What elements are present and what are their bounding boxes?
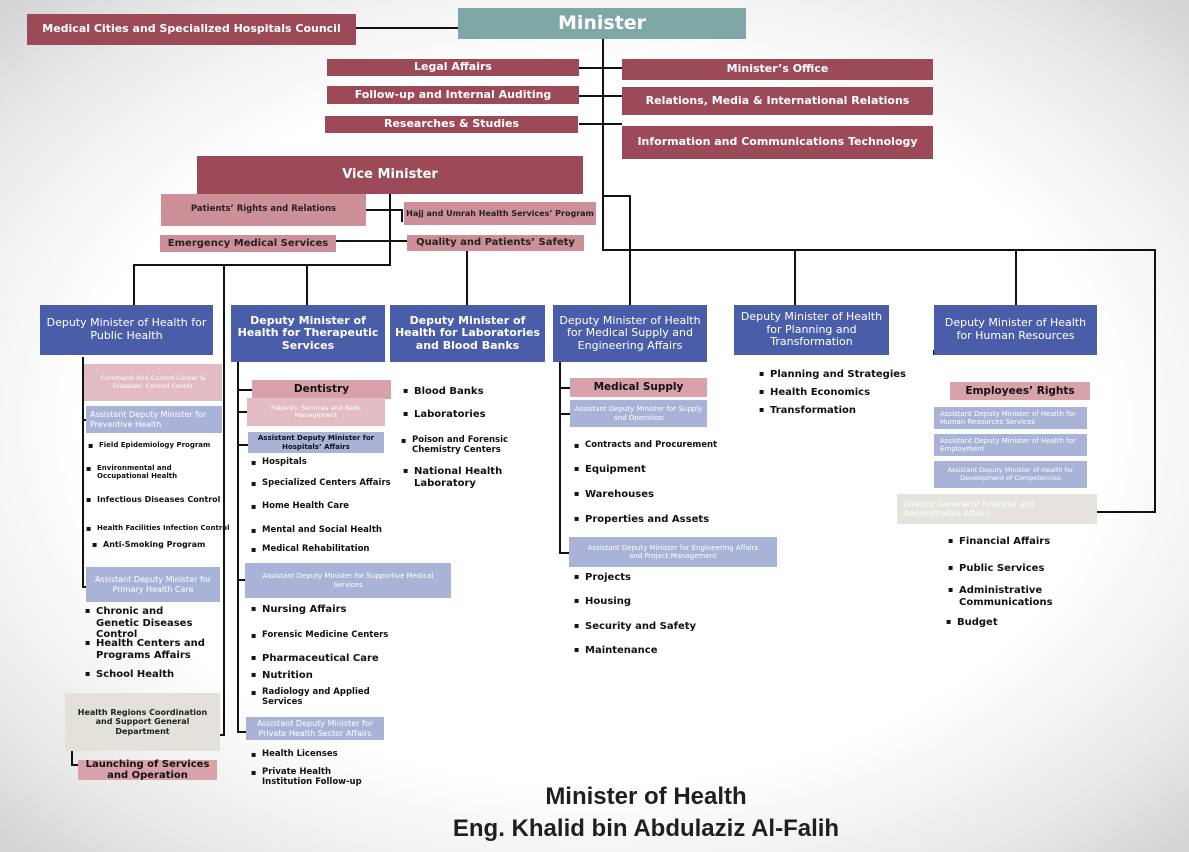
therapeutic-item: Private Health Institution Follow-up <box>251 767 382 788</box>
labs-item: Blood Banks <box>403 386 483 398</box>
supply-item: Warehouses <box>574 489 654 501</box>
supply-item: Maintenance <box>574 645 657 657</box>
health-regions-box: Health Regions Coordination and Support … <box>65 693 220 751</box>
supply-item: Security and Safety <box>574 621 696 633</box>
launching-services-box: Launching of Services and Operation <box>78 759 217 781</box>
command-control-box: Command And Control Center & Diseases’ C… <box>84 364 222 401</box>
supply-item: Contracts and Procurement <box>574 440 717 451</box>
hr-item: Financial Affairs <box>948 536 1050 548</box>
therapeutic-item: Nutrition <box>251 670 313 682</box>
patients-beds-box: Patients’ Services and Beds Management <box>247 398 385 426</box>
public-health-item: Field Epidemiology Program <box>88 441 210 450</box>
therapeutic-item: Radiology and Applied Services <box>251 687 372 708</box>
deputy-therapeutic: Deputy Minister of Health for Therapeuti… <box>231 305 385 362</box>
planning-item: Health Economics <box>759 387 870 399</box>
legal-affairs-box: Legal Affairs <box>327 59 579 76</box>
footer-name: Eng. Khalid bin Abdulaziz Al-Falih <box>452 815 840 842</box>
employees-rights-box: Employees’ Rights <box>950 382 1090 400</box>
supply-item: Housing <box>574 596 631 608</box>
competencies-box: Assistant Deputy Minister of Health for … <box>934 461 1087 488</box>
financial-admin-box: Director General of Financial and Admini… <box>897 494 1097 524</box>
therapeutic-item: Medical Rehabilitation <box>251 544 370 555</box>
supportive-medical-box: Assistant Deputy Minister for Supportive… <box>245 563 451 598</box>
public-health-item: Anti-Smoking Program <box>92 540 205 549</box>
followup-box: Follow-up and Internal Auditing <box>327 86 579 104</box>
therapeutic-item: Health Licenses <box>251 749 338 760</box>
dentistry-box: Dentistry <box>252 380 391 399</box>
supply-operation-box: Assistant Deputy Minister for Supply and… <box>570 400 707 427</box>
ict-box: Information and Communications Technolog… <box>622 126 933 159</box>
deputy-hr: Deputy Minister of Health for Human Reso… <box>934 305 1097 355</box>
public-health-item: School Health <box>85 669 174 681</box>
hr-services-box: Assistant Deputy Minister of Health for … <box>934 407 1087 429</box>
deputy-public-health: Deputy Minister of Health for Public Hea… <box>40 305 213 355</box>
footer-title: Minister of Health <box>545 783 747 810</box>
public-health-item: Infectious Diseases Control <box>86 495 220 504</box>
hajj-program-box: Hajj and Umrah Health Services’ Program <box>404 202 596 225</box>
therapeutic-item: Specialized Centers Affairs <box>251 478 391 489</box>
hr-item: Budget <box>946 617 998 629</box>
patients-rights-box: Patients’ Rights and Relations <box>161 194 366 226</box>
hospitals-affairs-box: Assistant Deputy Minister for Hospitals’… <box>248 432 384 453</box>
quality-box: Quality and Patients’ Safety <box>407 235 584 251</box>
public-health-item: Environmental and Occupational Health <box>86 464 217 480</box>
labs-item: Laboratories <box>403 409 486 421</box>
medical-supply-box: Medical Supply <box>570 378 707 397</box>
preventive-health-box: Assistant Deputy Minister for Preventive… <box>86 406 222 433</box>
supply-item: Projects <box>574 572 631 584</box>
primary-health-box: Assistant Deputy Minister for Primary He… <box>86 567 220 602</box>
public-health-item: Health Centers and Programs Affairs <box>85 638 206 661</box>
council-box: Medical Cities and Specialized Hospitals… <box>27 14 356 45</box>
therapeutic-item: Home Health Care <box>251 501 349 512</box>
employment-box: Assistant Deputy Minister of Health for … <box>934 434 1087 456</box>
relations-box: Relations, Media & International Relatio… <box>622 87 933 115</box>
engineering-affairs-box: Assistant Deputy Minister for Engineerin… <box>569 537 777 567</box>
supply-item: Equipment <box>574 464 646 476</box>
therapeutic-item: Pharmaceutical Care <box>251 653 379 665</box>
therapeutic-item: Hospitals <box>251 457 307 468</box>
emergency-box: Emergency Medical Services <box>160 235 336 252</box>
therapeutic-item: Forensic Medicine Centers <box>251 630 388 641</box>
deputy-planning: Deputy Minister of Health for Planning a… <box>734 305 889 355</box>
supply-item: Properties and Assets <box>574 514 709 526</box>
ministers-office-box: Minister’s Office <box>622 59 933 80</box>
private-sector-box: Assistant Deputy Minister for Private He… <box>246 717 384 740</box>
research-box: Researches & Studies <box>325 116 578 133</box>
minister-box: Minister <box>458 8 746 39</box>
therapeutic-item: Nursing Affairs <box>251 604 347 616</box>
deputy-labs: Deputy Minister of Health for Laboratori… <box>390 305 545 362</box>
labs-item: Poison and Forensic Chemistry Centers <box>401 435 517 456</box>
labs-item: National Health Laboratory <box>403 466 514 489</box>
public-health-item: Chronic and Genetic Diseases Control <box>85 606 206 641</box>
hr-item: Administrative Communications <box>948 585 1069 608</box>
public-health-item: Health Facilities Infection Control <box>86 524 230 533</box>
planning-item: Planning and Strategies <box>759 369 906 381</box>
deputy-supply: Deputy Minister of Health for Medical Su… <box>553 305 707 362</box>
planning-item: Transformation <box>759 405 856 417</box>
vice-minister-box: Vice Minister <box>197 156 583 194</box>
hr-item: Public Services <box>948 563 1044 575</box>
therapeutic-item: Mental and Social Health <box>251 525 382 536</box>
